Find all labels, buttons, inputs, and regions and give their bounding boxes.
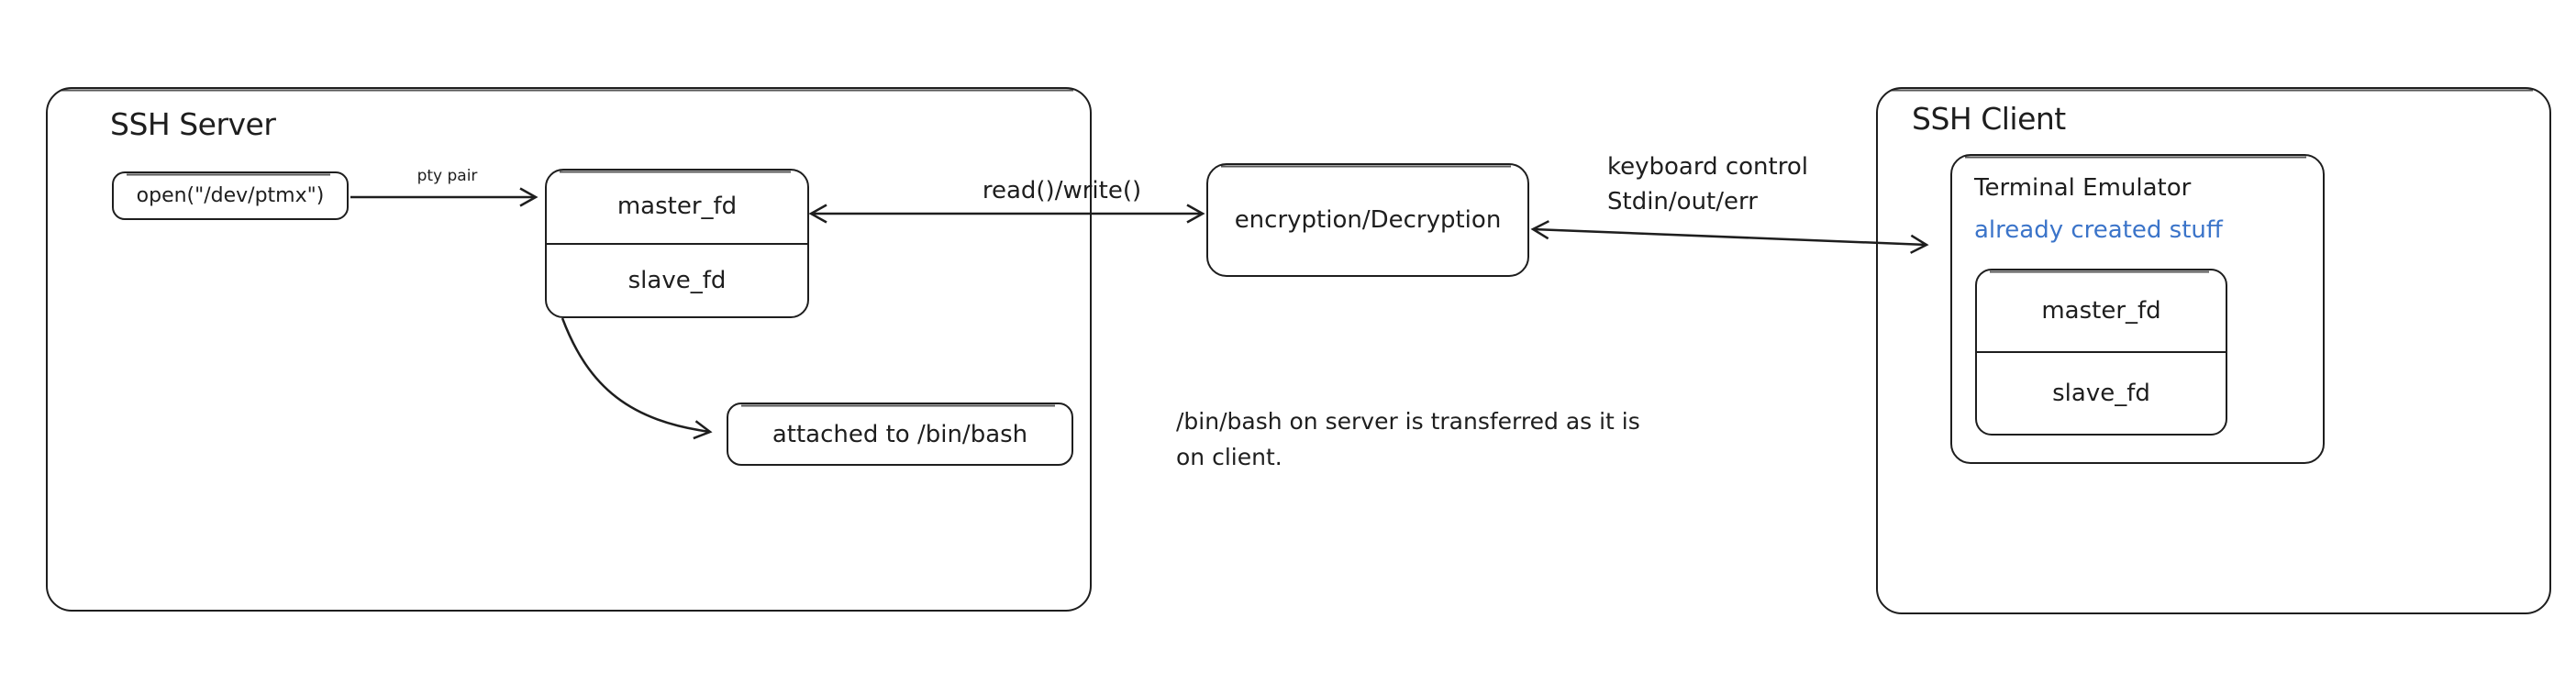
read-write-label: read()/write() [982, 177, 1142, 204]
client-fd-box: master_fd slave_fd [1975, 269, 2227, 436]
open-ptmx-box: open("/dev/ptmx") [112, 171, 349, 220]
client-master-fd-cell: master_fd [1977, 270, 2226, 353]
server-slave-fd-cell: slave_fd [627, 266, 727, 294]
terminal-emulator-subtitle: already created stuff [1974, 216, 2223, 244]
transfer-note: /bin/bash on server is transferred as it… [1176, 403, 1640, 475]
encryption-label: encryption/Decryption [1234, 206, 1502, 234]
ssh-client-title: SSH Client [1912, 101, 2066, 137]
ssh-server-title: SSH Server [110, 106, 276, 142]
ssh-server-box [46, 87, 1092, 612]
pty-pair-label: pty pair [416, 167, 478, 185]
server-fd-box: master_fd slave_fd [545, 169, 809, 318]
attached-bash-box: attached to /bin/bash [727, 403, 1073, 466]
client-slave-fd-cell: slave_fd [2052, 380, 2150, 407]
server-master-fd-cell: master_fd [547, 171, 807, 245]
keyboard-control-line1: keyboard control [1607, 153, 1808, 181]
ssh-client-box [1876, 87, 2551, 614]
keyboard-control-arrow [1530, 220, 1929, 254]
open-ptmx-label: open("/dev/ptmx") [136, 184, 325, 207]
transfer-note-line1: /bin/bash on server is transferred as it… [1176, 408, 1640, 435]
terminal-emulator-box [1950, 154, 2325, 464]
attached-bash-label: attached to /bin/bash [772, 420, 1028, 448]
keyboard-control-line2: Stdin/out/err [1607, 188, 1758, 215]
keyboard-control-label: keyboard control Stdin/out/err [1607, 149, 1808, 219]
transfer-note-line2: on client. [1176, 444, 1282, 470]
terminal-emulator-title: Terminal Emulator [1974, 174, 2192, 202]
encryption-box: encryption/Decryption [1206, 163, 1529, 277]
